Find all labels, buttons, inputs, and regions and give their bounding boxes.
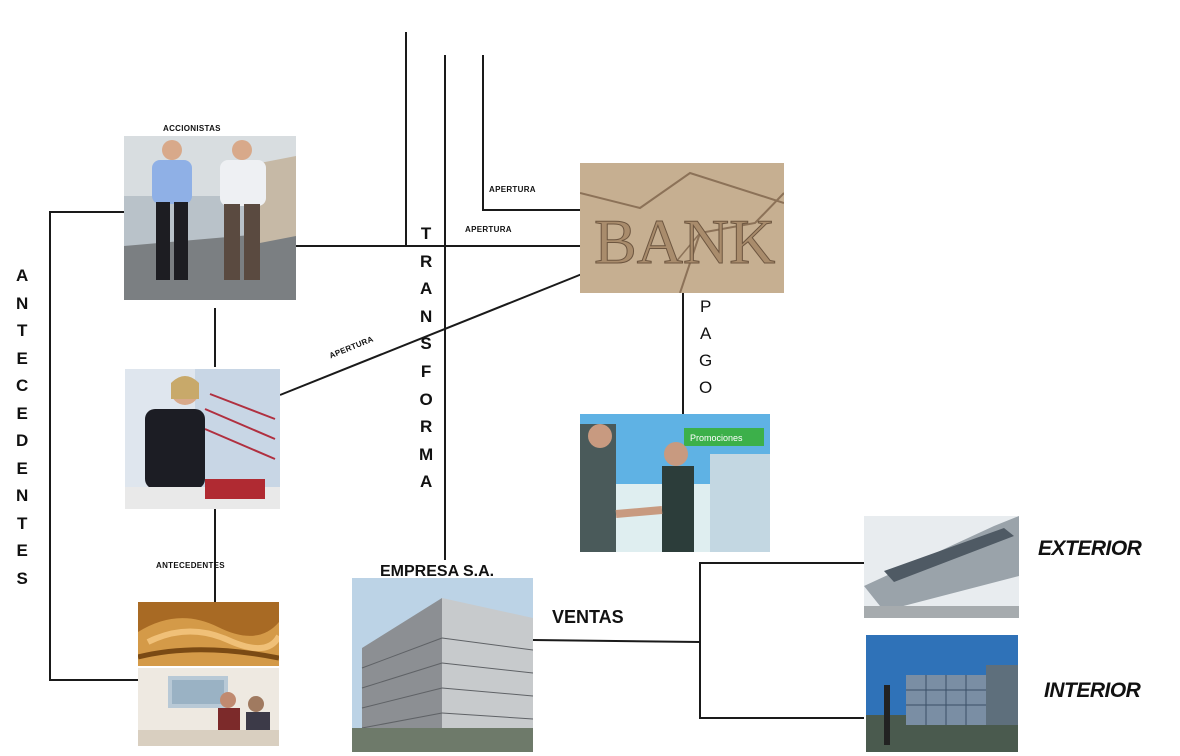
antecedentes-bracket (49, 211, 138, 681)
accionistas-photo (124, 136, 296, 300)
handshake-photo: Promociones (580, 414, 770, 552)
interior-label: INTERIOR (1044, 679, 1141, 702)
empresa-building-photo (352, 578, 533, 752)
empresa-to-ventas-line (532, 639, 701, 643)
antecedentes-small-label: ANTECEDENTES (156, 561, 225, 570)
apertura-top-label: APERTURA (489, 185, 536, 194)
signer-to-bank-diagonal (279, 273, 583, 396)
bank-text: BANK (594, 206, 775, 277)
office-meeting-photo (138, 668, 279, 746)
ventas-bracket (699, 562, 864, 719)
promociones-sign-text: Promociones (690, 433, 743, 443)
exterior-building-photo (864, 516, 1019, 618)
ventas-label: VENTAS (552, 607, 624, 627)
documents-photo (138, 602, 279, 666)
interior-building-photo (866, 635, 1018, 752)
bank-stone-photo: BANK (580, 163, 784, 293)
top-vertical-line-3 (482, 55, 580, 211)
exterior-label: EXTERIOR (1038, 537, 1142, 560)
apertura-mid-label: APERTURA (465, 225, 512, 234)
signer-photo (125, 369, 280, 509)
empresa-label: EMPRESA S.A. (380, 563, 495, 580)
accionistas-label: ACCIONISTAS (163, 124, 221, 133)
